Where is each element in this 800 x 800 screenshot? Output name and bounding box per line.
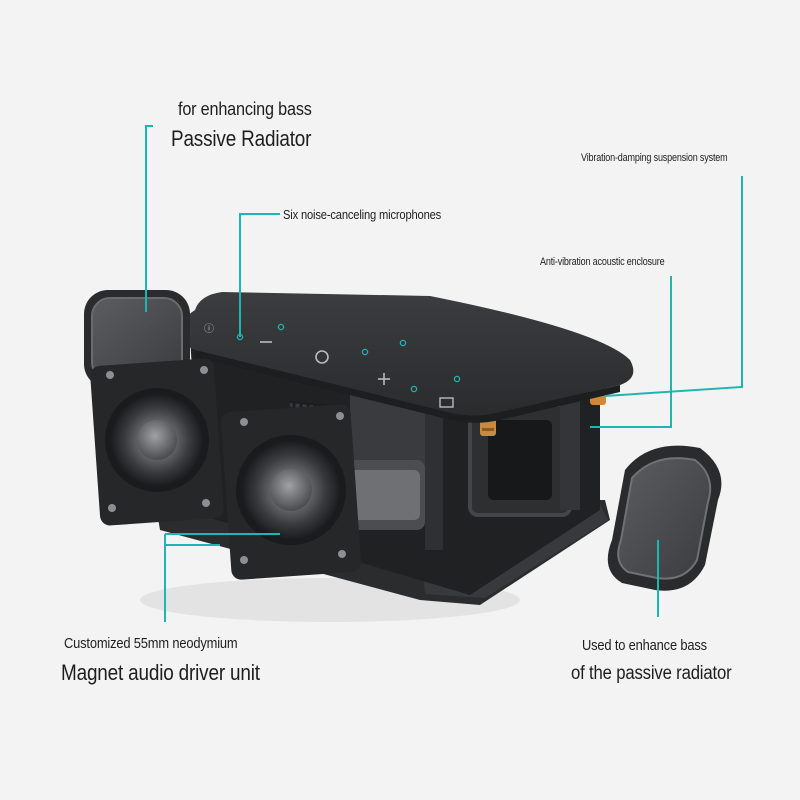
passive-radiator-top-title: Passive Radiator	[171, 126, 312, 151]
mode-icon	[439, 397, 454, 408]
leader-microphones	[239, 213, 280, 337]
callout-leader-lines	[145, 125, 743, 622]
svg-text:ⓘ: ⓘ	[204, 323, 214, 335]
top-control-panel: ⓘ	[176, 292, 634, 423]
passive-radiator-bottom-line1: Used to enhance bass	[582, 637, 707, 654]
leader-suspension	[604, 176, 743, 397]
microphones-label: Six noise-canceling microphones	[283, 207, 442, 222]
power-icon	[315, 350, 329, 364]
microphone-dots	[236, 323, 461, 393]
leader-enclosure	[590, 276, 672, 428]
passive-radiator-top-subtitle: for enhancing bass	[178, 99, 312, 119]
audio-driver-right	[220, 404, 362, 580]
suspension-label: Vibration-damping suspension system	[581, 152, 728, 164]
passive-radiator-right	[607, 445, 722, 591]
leader-passive-radiator-top	[145, 125, 153, 312]
enclosure-label: Anti-vibration acoustic enclosure	[540, 256, 665, 268]
driver-title: Magnet audio driver unit	[61, 660, 260, 685]
passive-radiator-bottom-line2: of the passive radiator	[571, 663, 732, 684]
driver-subtitle: Customized 55mm neodymium	[64, 635, 238, 652]
plus-icon	[378, 373, 390, 385]
audio-driver-left	[90, 358, 224, 526]
